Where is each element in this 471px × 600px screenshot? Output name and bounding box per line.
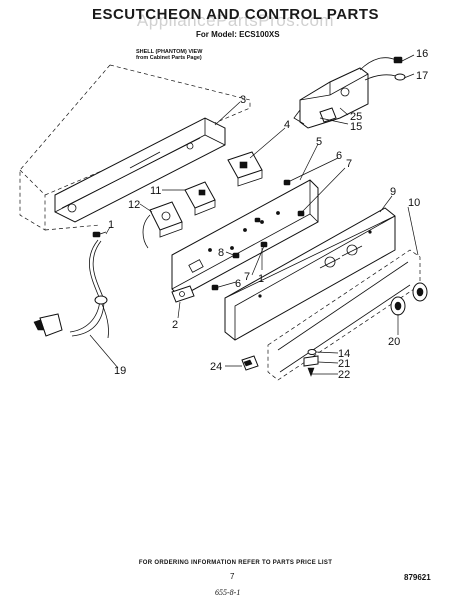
callout-14: 14: [338, 348, 350, 360]
callout-21: 21: [338, 358, 350, 370]
phantom-view-note-line2: from Cabinet Parts Page): [136, 55, 202, 61]
callout-6: 6: [336, 150, 342, 162]
part-11-switch: [184, 181, 216, 216]
callout-5: 5: [316, 136, 322, 148]
leader-lines: [89, 54, 419, 375]
page-title: ESCUTCHEON AND CONTROL PARTS: [91, 6, 380, 23]
part-12-switch: [142, 201, 183, 249]
model-line: For Model: ECS100XS: [196, 30, 280, 39]
callout-8: 8: [218, 247, 224, 259]
callout-12: 12: [128, 199, 140, 211]
callout-11: 11: [150, 185, 161, 197]
handwritten-reference: 655-8-1: [215, 588, 241, 597]
part-24-knob-insert: [241, 355, 259, 371]
callout-24: 24: [210, 361, 222, 373]
callout-9: 9: [390, 186, 396, 198]
part-3-bracket: [54, 117, 226, 223]
callout-7: 7: [346, 158, 352, 170]
callout-19: 19: [114, 365, 126, 377]
ordering-note: FOR ORDERING INFORMATION REFER TO PARTS …: [138, 560, 333, 566]
parts-14-21-22-hardware: [303, 349, 319, 377]
part-5-mounting-plate: [171, 179, 319, 298]
callout-16: 16: [416, 48, 428, 60]
callout-15: 15: [350, 121, 362, 133]
callout-labels: 16 17 25 15 3 4 5 6 7 11 12 1 8 9 10 7 6…: [108, 48, 428, 381]
part-2-clip: [171, 285, 195, 303]
document-number: 879621: [404, 573, 431, 582]
callout-10: 10: [408, 197, 420, 209]
callout-25: 25: [350, 111, 362, 123]
part-4-control-module: [227, 151, 263, 187]
callout-6-lower: 6: [235, 278, 241, 290]
callout-2: 2: [172, 319, 178, 331]
part-9-escutcheon-panel: [224, 207, 396, 341]
page-number: 7: [230, 572, 235, 581]
phantom-view-note-line1: SHELL (PHANTOM) VIEW: [136, 49, 203, 55]
callout-3: 3: [240, 94, 246, 106]
part-20-knobs: [390, 282, 428, 316]
watermark-text: AppliancePartsPros.com: [136, 11, 335, 30]
callout-22: 22: [338, 369, 350, 381]
part-1-screw-left: [92, 231, 107, 238]
callout-1-left: 1: [108, 219, 114, 231]
part-19-wiring-harness: [33, 239, 109, 339]
screws-small: [211, 179, 305, 291]
callout-7-lower: 7: [244, 271, 250, 283]
callout-4: 4: [284, 119, 290, 131]
cabinet-shell-phantom: [19, 64, 251, 231]
phantom-view-note: SHELL (PHANTOM) VIEW from Cabinet Parts …: [136, 49, 202, 61]
callout-1-lower: 1: [258, 273, 264, 285]
callout-20: 20: [388, 336, 400, 348]
callout-17: 17: [416, 70, 428, 82]
